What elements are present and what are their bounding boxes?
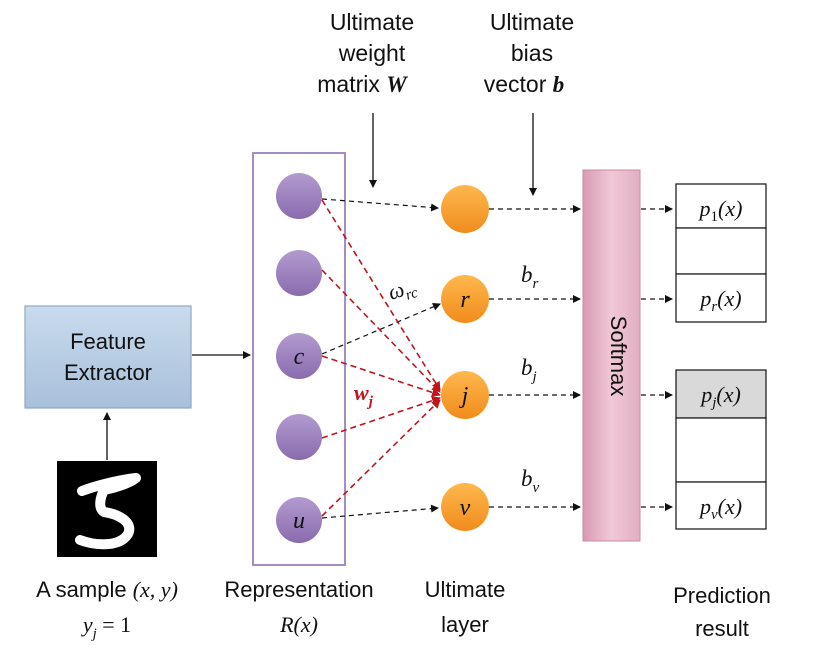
ultimate-layer-label-line1: Ultimate [425,577,506,602]
representation-nodes: c u [276,173,322,543]
representation-node-2 [276,250,322,296]
prediction-cell-r [675,273,767,323]
bias-v-label: bv [521,466,540,496]
prediction-label-line1: Prediction [673,583,771,608]
feature-extractor-box [24,305,192,409]
prediction-pj-label: pj(x) [699,382,741,411]
ultimate-node-j [441,371,489,419]
representation-node-u [276,497,322,543]
ultimate-node-j-label: j [459,383,469,409]
weight-matrix-label: Ultimate weight matrix W [317,9,414,97]
ultimate-node-r [441,275,489,323]
representation-node-4 [276,414,322,460]
bias-label-line3: vector b [484,71,565,97]
ultimate-layer-nodes: r j v [441,185,489,531]
prediction-cell-j [675,369,767,419]
feature-extractor-line2: Extractor [64,360,152,385]
representation-node-c-label: c [294,344,305,370]
softmax-box [582,169,641,542]
softmax-label: Softmax [606,316,631,397]
weight-label-line2: weight [338,40,406,66]
bias-label-line1: Ultimate [490,9,574,35]
bias-vector-label: Ultimate bias vector b [484,9,574,97]
representation-node-c [276,333,322,379]
ultimate-node-v-label: v [460,495,471,521]
digit-sample-image [57,461,157,557]
sample-label-line2: yj = 1 [81,612,131,642]
representation-math-label: R(x) [279,612,318,637]
bottom-labels: A sample (x, y) yj = 1 Representation R(… [36,577,771,642]
sample-label-line1: A sample (x, y) [36,577,178,602]
ultimate-node-v [441,483,489,531]
prediction-p1-label: p1(x) [698,196,743,225]
representation-node-1 [276,173,322,219]
omega-rc-label: ωrc [385,272,420,308]
bias-r-label: br [521,262,539,292]
prediction-cell-1 [675,183,767,229]
ultimate-layer-label-line2: layer [441,612,489,637]
prediction-cell-2 [675,227,767,275]
prediction-pv-label: pv(x) [698,494,742,523]
w-j-label: wj [354,380,374,410]
red-dashed-edges [321,199,441,517]
bias-label-line2: bias [511,40,553,66]
representation-node-u-label: u [293,508,305,534]
prediction-result-cells: p1(x) pr(x) pj(x) pv(x) [675,183,767,530]
prediction-label-line2: result [695,616,749,641]
weight-label-line3: matrix W [317,71,408,97]
representation-box [252,152,346,566]
bias-j-label: bj [521,355,537,385]
prediction-cell-v [675,481,767,530]
ultimate-node-r-label: r [460,287,470,313]
feature-extractor-line1: Feature [70,329,146,354]
ultimate-node-1 [441,185,489,233]
black-dashed-edges [321,198,673,519]
prediction-pr-label: pr(x) [698,286,741,315]
weight-label-line1: Ultimate [330,9,414,35]
representation-label: Representation [224,577,373,602]
prediction-cell-5 [675,417,767,483]
